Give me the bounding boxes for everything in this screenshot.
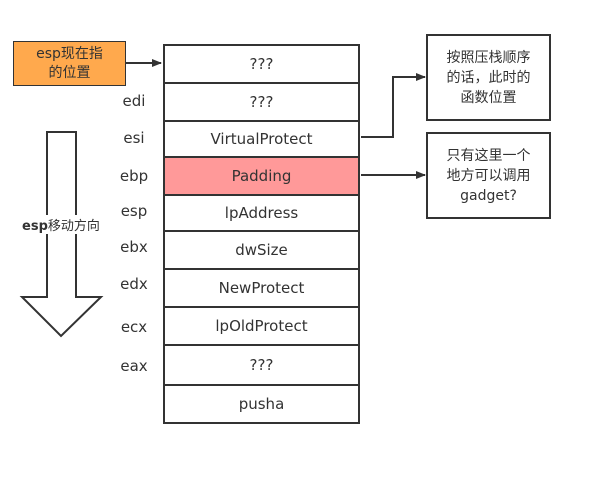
- stack-cell-value: NewProtect: [218, 279, 305, 297]
- stack-cell-5: dwSize: [163, 230, 360, 270]
- stack-cell-value: ???: [249, 55, 274, 73]
- esp-direction-label: esp移动方向: [0, 215, 122, 234]
- register-label-ebx: ebx: [120, 238, 148, 256]
- register-label-esp: esp: [120, 202, 148, 220]
- stack-cell-value: ???: [249, 356, 274, 374]
- note-top-line3: 函数位置: [460, 89, 517, 106]
- stack-cell-9: pusha: [163, 384, 360, 424]
- note-top-line1: 按照压栈顺序: [446, 49, 531, 66]
- register-label-esi: esi: [123, 129, 145, 147]
- stack-cell-1: ???: [163, 82, 360, 122]
- esp-label-line1: esp现在指: [36, 45, 103, 62]
- stack-cell-8: ???: [163, 344, 360, 386]
- stack-cell-value: ???: [249, 93, 274, 111]
- stack-cell-value: pusha: [238, 395, 285, 413]
- stack-cell-3-highlight: Padding: [163, 156, 360, 196]
- stack-cell-4: lpAddress: [163, 194, 360, 232]
- register-label-ecx: ecx: [120, 318, 148, 336]
- note-function-position: 按照压栈顺序 的话，此时的 函数位置: [426, 34, 551, 121]
- note-gadget-question: 只有这里一个 地方可以调用 gadget?: [426, 132, 551, 219]
- stack-cell-value: VirtualProtect: [210, 130, 313, 148]
- stack-cell-value: Padding: [231, 167, 292, 185]
- esp-current-label: esp现在指 的位置: [13, 41, 126, 86]
- stack-cell-value: lpAddress: [224, 204, 299, 222]
- stack-cell-2: VirtualProtect: [163, 120, 360, 158]
- stack-cell-0: ???: [163, 44, 360, 84]
- register-label-eax: eax: [120, 357, 148, 375]
- register-label-edi: edi: [122, 92, 146, 110]
- register-label-ebp: ebp: [119, 167, 149, 185]
- register-label-edx: edx: [120, 275, 148, 293]
- stack-cell-value: dwSize: [235, 241, 288, 259]
- stack-cell-7: lpOldProtect: [163, 306, 360, 346]
- stack-cell-value: lpOldProtect: [215, 317, 308, 335]
- stack-cell-6: NewProtect: [163, 268, 360, 308]
- note-bottom-line2: 地方可以调用: [446, 167, 531, 184]
- esp-direction-arrow: [19, 131, 104, 338]
- esp-label-line2: 的位置: [48, 64, 91, 81]
- note-bottom-line3: gadget?: [460, 187, 517, 204]
- virtualprotect-note-connector: [361, 73, 426, 138]
- note-bottom-line1: 只有这里一个: [446, 147, 531, 164]
- direction-label-esp: esp: [22, 219, 48, 234]
- note-top-line2: 的话，此时的: [446, 69, 531, 86]
- direction-label-text: 移动方向: [47, 219, 100, 234]
